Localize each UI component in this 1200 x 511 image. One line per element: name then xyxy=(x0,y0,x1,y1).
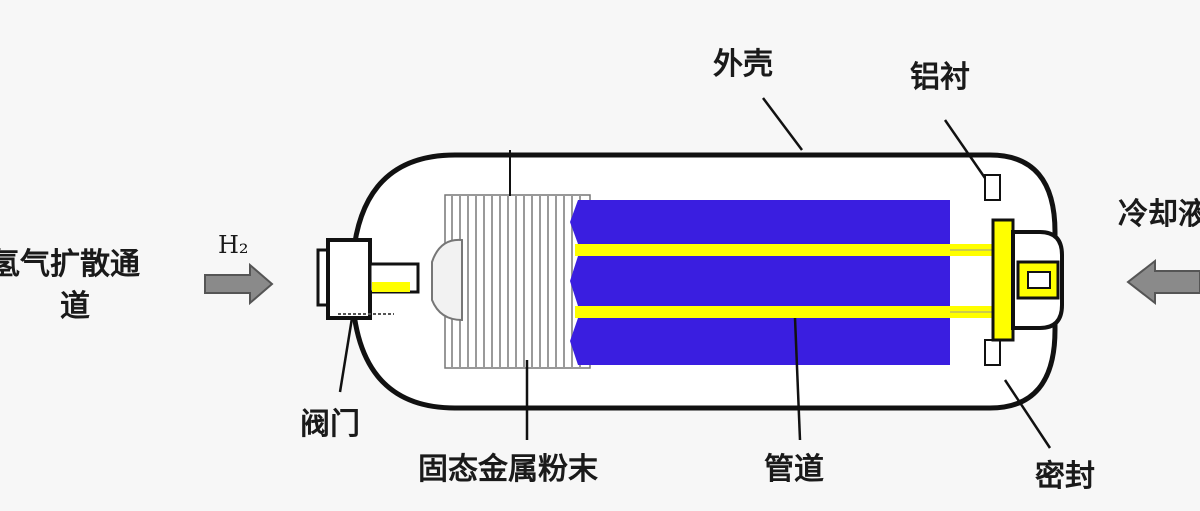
label-cooling: 冷却液 xyxy=(1118,197,1200,232)
label-metal-powder: 固态金属粉末 xyxy=(418,452,598,487)
pipe-upper xyxy=(575,244,995,256)
label-shell: 外壳 xyxy=(713,47,773,82)
label-aluminum-liner: 铝衬 xyxy=(910,60,970,95)
leader-seal xyxy=(1003,379,1052,449)
leader-shell xyxy=(762,97,803,151)
powder-block-top xyxy=(570,200,950,244)
arrow-right-icon xyxy=(204,262,274,306)
label-pipe: 管道 xyxy=(764,452,824,487)
powder-block-bottom xyxy=(570,318,950,365)
filter-grid xyxy=(444,194,591,369)
label-hydrogen-channel-line2: 道 xyxy=(60,289,90,324)
label-valve: 阀门 xyxy=(300,407,360,442)
label-hydrogen-channel-line1: 氢气扩散通 xyxy=(0,247,140,282)
pipe-lower xyxy=(575,306,995,318)
label-seal: 密封 xyxy=(1035,459,1095,494)
leader-valve xyxy=(338,317,354,393)
leader-pipe xyxy=(793,317,802,441)
powder-block-middle xyxy=(570,256,950,306)
arrow-left-icon xyxy=(1126,258,1200,306)
label-h2: H₂ xyxy=(218,231,249,259)
valve-assembly xyxy=(316,238,463,322)
right-end-assembly xyxy=(984,174,1064,366)
leader-aluminum-liner xyxy=(943,119,987,179)
